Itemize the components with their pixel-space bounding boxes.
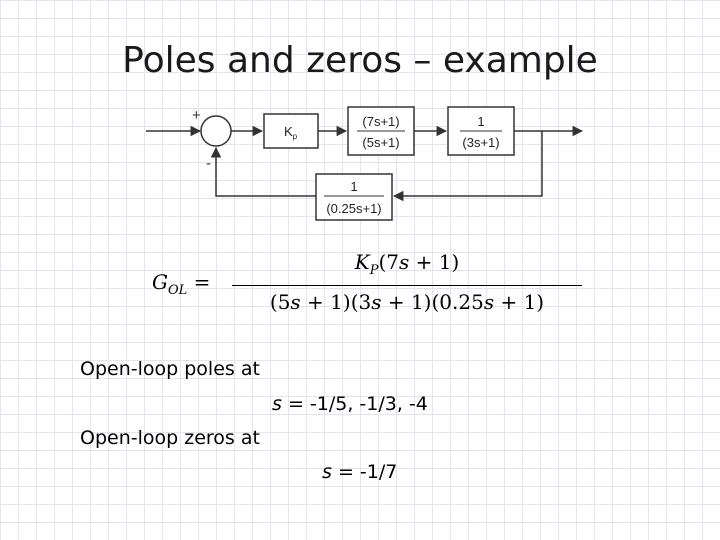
equation-equals: = [193,270,211,294]
zeros-variable: s [322,461,332,483]
feedback-block-numerator: 1 [350,179,357,194]
plus-sign: + [192,107,201,124]
summing-junction [200,115,232,147]
open-loop-poles-values: s = -1/5, -1/3, -4 [272,393,428,415]
feedback-block-denominator: (0.25s+1) [326,201,381,216]
open-loop-zeros-values: s = -1/7 [322,461,397,483]
gain-block-label: Kp [284,124,298,141]
equation-lhs-symbol: G [152,270,168,294]
slide-title: Poles and zeros – example [122,40,598,81]
equation-lhs: GOL = [152,270,210,298]
plant-block-denominator: (3s+1) [462,135,499,150]
equation-numerator: KP(7s + 1) [354,250,460,278]
feedback-block [315,173,393,221]
open-loop-zeros-label: Open-loop zeros at [80,427,260,449]
poles-values: = -1/5, -1/3, -4 [281,393,428,415]
plant-block-numerator: 1 [477,114,484,129]
open-loop-poles-label: Open-loop poles at [80,358,260,380]
gain-block [263,113,319,149]
lead-block-denominator: (5s+1) [362,135,399,150]
minus-sign: - [206,155,211,172]
equation-lhs-subscript: OL [167,283,188,298]
zeros-values: = -1/7 [331,461,398,483]
equation-denominator: (5s + 1)(3s + 1)(0.25s + 1) [269,290,545,314]
feedback-path-right [392,131,543,202]
equation-fraction-bar [232,285,582,286]
feedback-path-left [210,146,316,197]
lead-block-numerator: (7s+1) [362,114,399,129]
poles-variable: s [272,393,282,415]
